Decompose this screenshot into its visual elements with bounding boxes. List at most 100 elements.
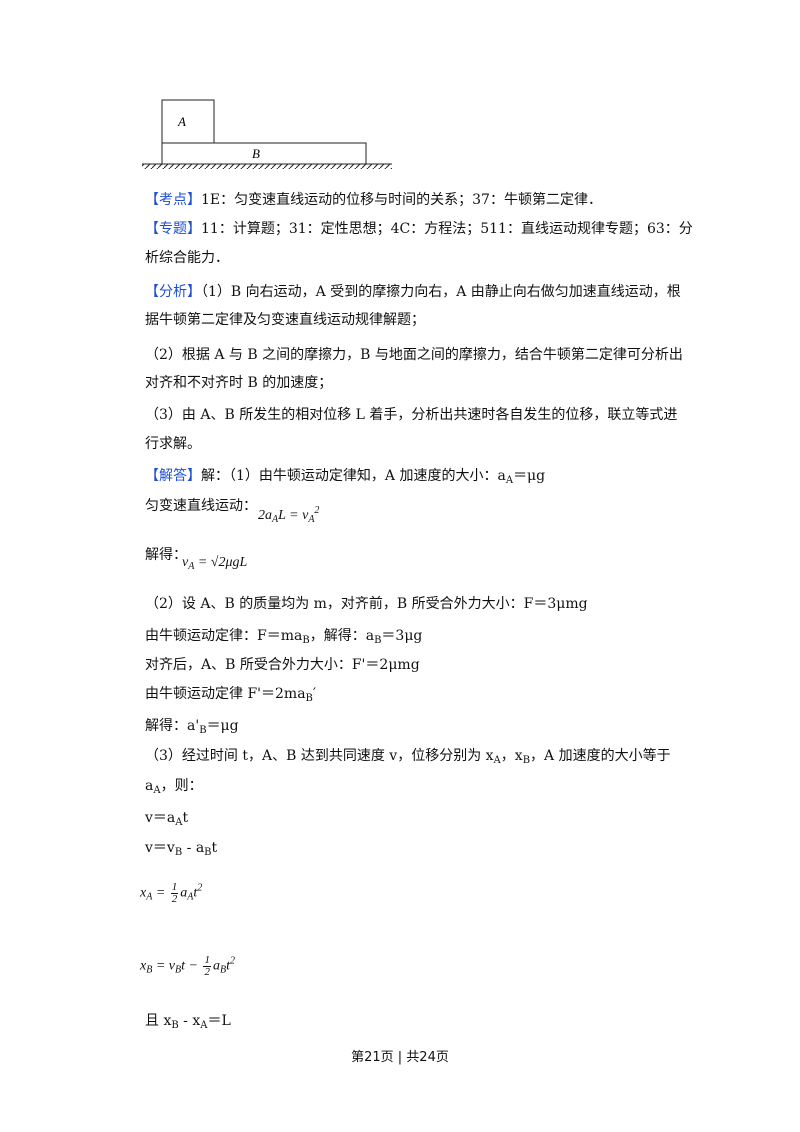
- last-c: ＝L: [207, 1013, 231, 1029]
- kaodian-text: 1E：匀变速直线运动的位移与时间的关系；37：牛顿第二定律．: [201, 192, 602, 208]
- f4-c: t −: [181, 958, 202, 974]
- last-a: 且 x: [145, 1013, 172, 1029]
- jieda-line-11: v＝aAt: [145, 808, 188, 833]
- l9c: ，A 加速度的大小等于: [530, 748, 671, 764]
- l8b: ＝μg: [206, 718, 239, 734]
- block-b: [161, 142, 367, 165]
- jieda-line-3: 解得：: [145, 547, 187, 563]
- jieda-last-line: 且 xB - xA＝L: [145, 1011, 231, 1036]
- l7b: ′: [312, 686, 317, 702]
- l8a: 解得：a': [145, 718, 200, 734]
- f4-b: = v: [152, 958, 175, 974]
- l7-sub: B: [305, 693, 313, 704]
- l10a: a: [145, 778, 154, 794]
- kaodian-line: 【考点】1E：匀变速直线运动的位移与时间的关系；37：牛顿第二定律．: [145, 190, 602, 210]
- fenxi-line-4: 对齐和不对齐时 B 的加速度；: [145, 375, 333, 391]
- f4-sup: 2: [229, 955, 235, 967]
- fenxi-line-3: （2）根据 A 与 B 之间的摩擦力，B 与地面之间的摩擦力，结合牛顿第二定律可…: [145, 347, 683, 363]
- f1-sub-a: A: [272, 514, 279, 525]
- l9b: ，x: [500, 748, 523, 764]
- f1-part-b: L = v: [278, 508, 309, 523]
- f2-part-a: v: [182, 555, 189, 570]
- fenxi-tag: 【分析】: [145, 284, 201, 300]
- l9-sub2: B: [522, 755, 531, 766]
- f3-b: =: [152, 885, 169, 901]
- jieda-line-7: 由牛顿运动定律 F'＝2maB′: [145, 684, 316, 709]
- jieda-line-12: v＝vB - aBt: [145, 838, 217, 863]
- ground-hatch: [142, 164, 392, 169]
- l5a: 由牛顿运动定律：F＝ma: [145, 628, 303, 644]
- zhuanti-line-1: 【专题】11：计算题；31：定性思想；4C：方程法；511：直线运动规律专题；6…: [145, 219, 693, 239]
- l5c: ＝3μg: [381, 628, 423, 644]
- jieda-line-2: 匀变速直线运动：: [145, 498, 257, 514]
- f4-den: 2: [204, 966, 210, 978]
- zhuanti-line-2: 析综合能力．: [145, 250, 229, 266]
- l11b: t: [182, 810, 189, 826]
- l11a: v＝a: [145, 810, 176, 826]
- l7a: 由牛顿运动定律 F'＝2ma: [145, 686, 306, 702]
- fenxi-text-1: （1）B 向右运动，A 受到的摩擦力向右，A 由静止向右做匀加速直线运动，根: [201, 284, 681, 300]
- jieda-line-8: 解得：a'B＝μg: [145, 716, 239, 741]
- f3-sub1: A: [146, 891, 153, 903]
- blocks-diagram: A B: [142, 99, 392, 169]
- jieda-line-6: 对齐后，A、B 所受合外力大小：F'＝2μmg: [145, 657, 420, 673]
- zhuanti-tag: 【专题】: [145, 221, 201, 237]
- f3-a: x: [140, 885, 147, 901]
- fenxi-line-2: 据牛顿第二定律及匀变速直线运动规律解题；: [145, 312, 425, 328]
- l10b: ，则：: [160, 778, 203, 794]
- f4-e: t: [226, 958, 230, 974]
- l5b: ，解得：a: [309, 628, 375, 644]
- eq-aA-rest: ＝μg: [513, 468, 546, 484]
- l9-sub1: A: [493, 755, 501, 766]
- jieda-line-5: 由牛顿运动定律：F＝maB，解得：aB＝3μg: [145, 626, 422, 651]
- fenxi-line-6: 行求解。: [145, 436, 201, 452]
- l11-sub: A: [175, 817, 183, 828]
- f4-num: 1: [203, 954, 211, 967]
- f1-part-a: 2a: [258, 508, 272, 523]
- f3-c: a: [180, 885, 188, 901]
- jieda-line-4: （2）设 A、B 的质量均为 m，对齐前，B 所受合外力大小：F＝3μmg: [145, 596, 588, 612]
- f2-sub-a: A: [188, 561, 195, 572]
- block-a-label: A: [177, 114, 186, 129]
- l12a: v＝v: [145, 840, 175, 856]
- f2-part-b: = √2μgL: [194, 555, 248, 570]
- f3-num: 1: [170, 881, 179, 894]
- formula-2: vA = √2μgL: [182, 555, 247, 572]
- f3-den: 2: [171, 893, 178, 905]
- jieda-tag: 【解答】: [145, 468, 201, 484]
- l9a: （3）经过时间 t，A、B 达到共同速度 v，位移分别为 x: [145, 748, 494, 764]
- last-b: - x: [178, 1013, 201, 1029]
- formula-1: 2aAL = vA2: [258, 505, 319, 525]
- l12-sub1: B: [174, 847, 183, 858]
- l5-sub2: B: [374, 635, 382, 646]
- l12c: t: [211, 840, 218, 856]
- fenxi-line-1: 【分析】（1）B 向右运动，A 受到的摩擦力向右，A 由静止向右做匀加速直线运动…: [145, 282, 681, 302]
- jieda-line-1: 【解答】解：（1）由牛顿运动定律知，A 加速度的大小：aA＝μg: [145, 466, 545, 491]
- f3-sub2: A: [187, 891, 194, 903]
- jieda-line-9: （3）经过时间 t，A、B 达到共同速度 v，位移分别为 xA，xB，A 加速度…: [145, 746, 671, 771]
- f4-sub1: B: [146, 964, 153, 976]
- last-sub1: B: [171, 1020, 179, 1031]
- jieda-text-1: 解：（1）由牛顿运动定律知，A 加速度的大小：: [201, 468, 498, 484]
- f3-d: t: [193, 885, 198, 901]
- jieda-line-10: aA，则：: [145, 776, 203, 801]
- f1-sup: 2: [314, 505, 320, 516]
- f4-sub3: B: [219, 964, 227, 976]
- eq-aA: a: [497, 468, 506, 484]
- fenxi-line-5: （3）由 A、B 所发生的相对位移 L 着手，分析出共速时各自发生的位移，联立等…: [145, 407, 678, 423]
- l12-sub2: B: [204, 847, 212, 858]
- l5-sub1: B: [302, 635, 310, 646]
- block-a: [161, 99, 215, 144]
- l12b: - a: [182, 840, 205, 856]
- l10-sub: A: [153, 785, 161, 796]
- eq-aA-sub: A: [505, 475, 514, 486]
- f4-a: x: [140, 958, 147, 974]
- f3-sup: 2: [197, 882, 203, 894]
- f4-d: a: [212, 958, 220, 974]
- f1-sub-a2: A: [308, 514, 315, 525]
- page-footer: 第21页 | 共24页: [351, 1050, 449, 1065]
